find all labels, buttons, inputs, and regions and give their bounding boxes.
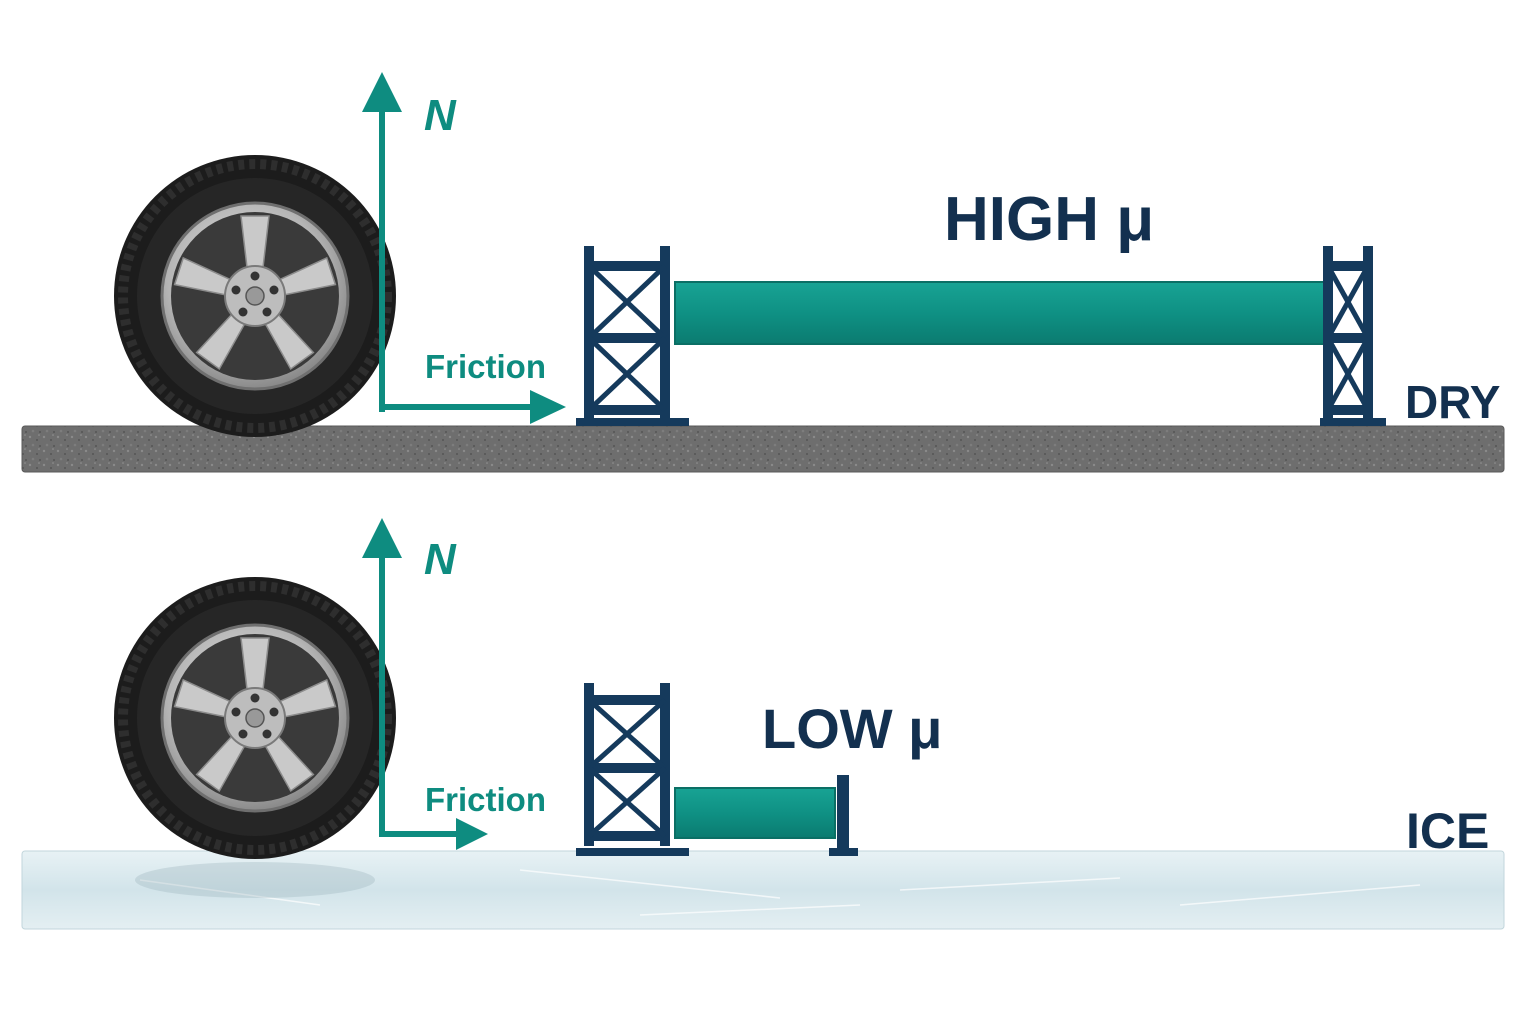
friction-bar-high — [674, 281, 1331, 345]
tire-icon — [114, 577, 396, 859]
ice-surface — [21, 850, 1505, 930]
friction-bar-low — [674, 787, 836, 839]
tire-icon — [114, 155, 396, 437]
truss-tower-icon — [1320, 246, 1386, 426]
bar-end-post — [829, 775, 858, 856]
surface-label-dry: DRY — [1405, 376, 1500, 428]
mu-label-high: HIGH μ — [944, 185, 1154, 254]
normal-force-arrow-icon — [362, 518, 402, 837]
tire-reflection — [135, 862, 375, 898]
truss-tower-icon — [576, 683, 689, 856]
surface-label-ice: ICE — [1406, 803, 1489, 859]
normal-force-label: N — [424, 91, 457, 140]
dry-panel: N Friction — [21, 72, 1505, 473]
asphalt-surface — [21, 425, 1505, 473]
friction-force-arrow-icon — [379, 390, 566, 424]
truss-tower-icon — [576, 246, 689, 426]
mu-label-low: LOW μ — [762, 697, 942, 760]
alloy-wheel-icon — [160, 201, 350, 391]
normal-force-label: N — [424, 535, 457, 584]
normal-force-arrow-icon — [362, 72, 402, 412]
ice-panel: N Friction LOW μ ICE — [21, 518, 1505, 930]
alloy-wheel-icon — [160, 623, 350, 813]
friction-force-arrow-icon — [379, 818, 488, 850]
friction-label: Friction — [425, 781, 546, 818]
friction-label: Friction — [425, 348, 546, 385]
ice-scratches — [139, 869, 1421, 916]
